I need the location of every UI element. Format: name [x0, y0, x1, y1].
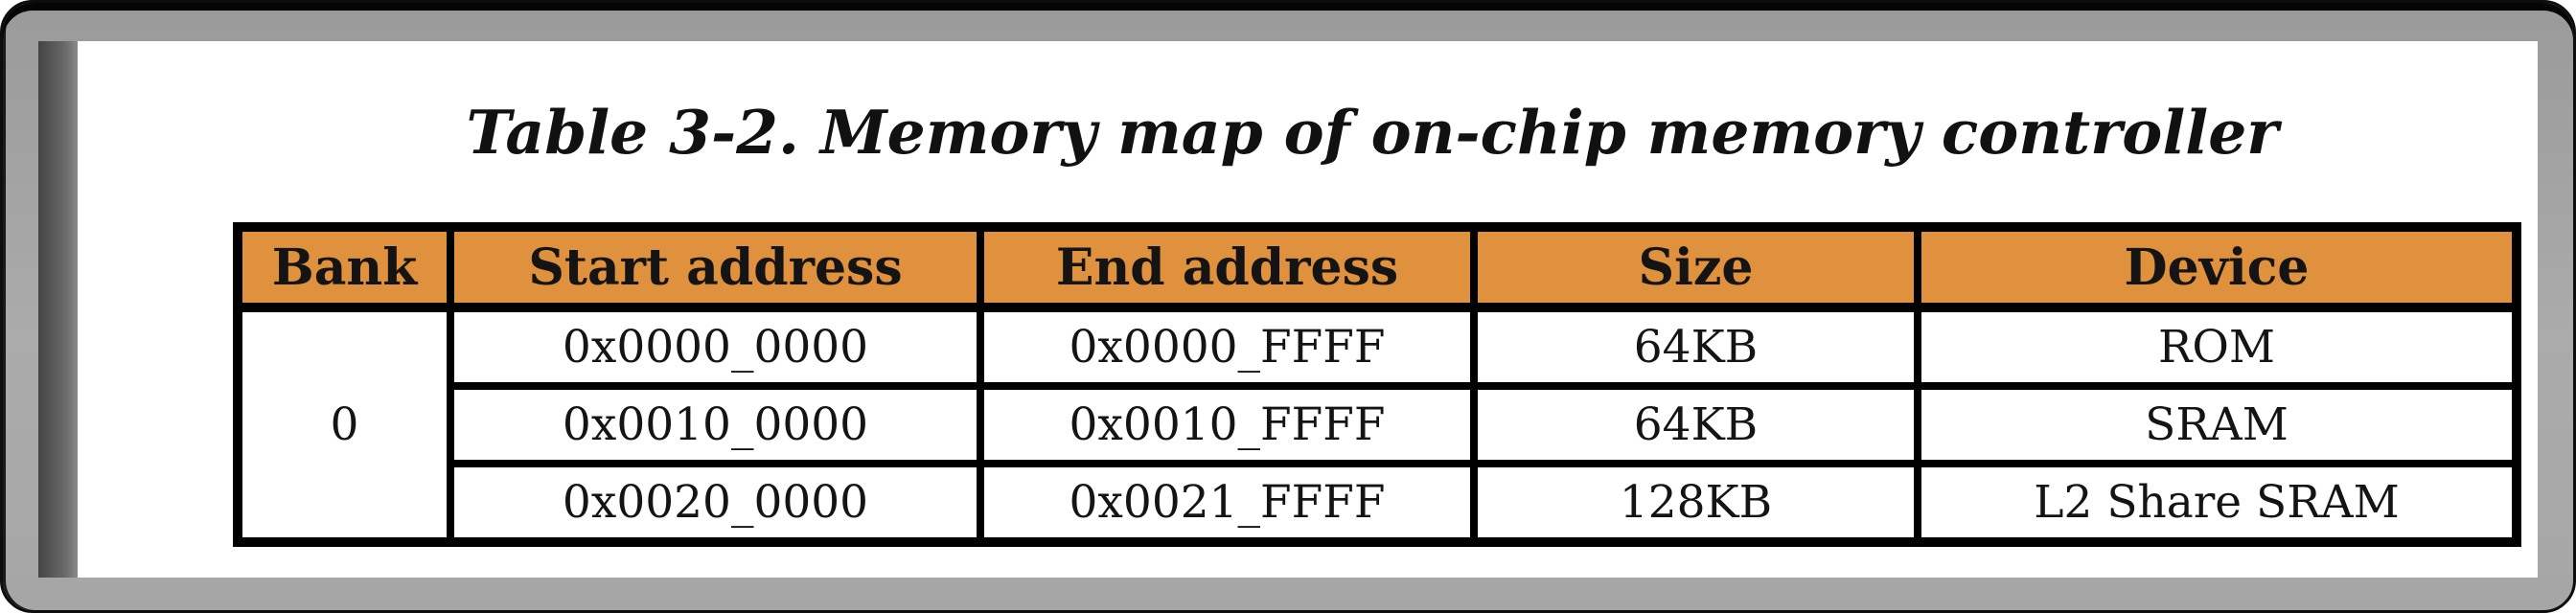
header-device: Device [1914, 222, 2520, 312]
cell-start-address: 0x0020_0000 [447, 460, 984, 546]
cell-size: 128KB [1470, 460, 1921, 546]
header-start-address: Start address [447, 222, 984, 312]
table-row: 0x0020_0000 0x0021_FFFF 128KB L2 Share S… [238, 460, 2520, 546]
header-end-address: End address [977, 222, 1478, 312]
memory-map-table: Bank Start address End address Size Devi… [233, 222, 2521, 547]
cell-size: 64KB [1470, 382, 1921, 467]
header-bank: Bank [234, 222, 454, 312]
cell-device: ROM [1914, 304, 2520, 390]
table-caption: Table 3-2. Memory map of on-chip memory … [466, 97, 2279, 168]
cell-end-address: 0x0010_FFFF [977, 382, 1478, 467]
cell-size: 64KB [1470, 304, 1921, 390]
cell-device: L2 Share SRAM [1914, 460, 2520, 546]
cell-device: SRAM [1914, 382, 2520, 467]
document-page: Table 3-2. Memory map of on-chip memory … [38, 41, 2538, 578]
header-size: Size [1470, 222, 1921, 312]
document-content: Table 3-2. Memory map of on-chip memory … [78, 41, 2538, 578]
cell-bank: 0 [234, 304, 454, 546]
cell-end-address: 0x0000_FFFF [977, 304, 1478, 390]
page-left-edge [38, 41, 78, 578]
table-row: 0 0x0000_0000 0x0000_FFFF 64KB ROM [234, 304, 2520, 546]
table-row: 0x0010_0000 0x0010_FFFF 64KB SRAM [238, 382, 2520, 467]
cell-end-address: 0x0021_FFFF [977, 460, 1478, 546]
header-row: Bank Start address End address Size Devi… [234, 222, 2520, 312]
cell-start-address: 0x0010_0000 [447, 382, 984, 467]
cell-start-address: 0x0000_0000 [447, 304, 984, 390]
